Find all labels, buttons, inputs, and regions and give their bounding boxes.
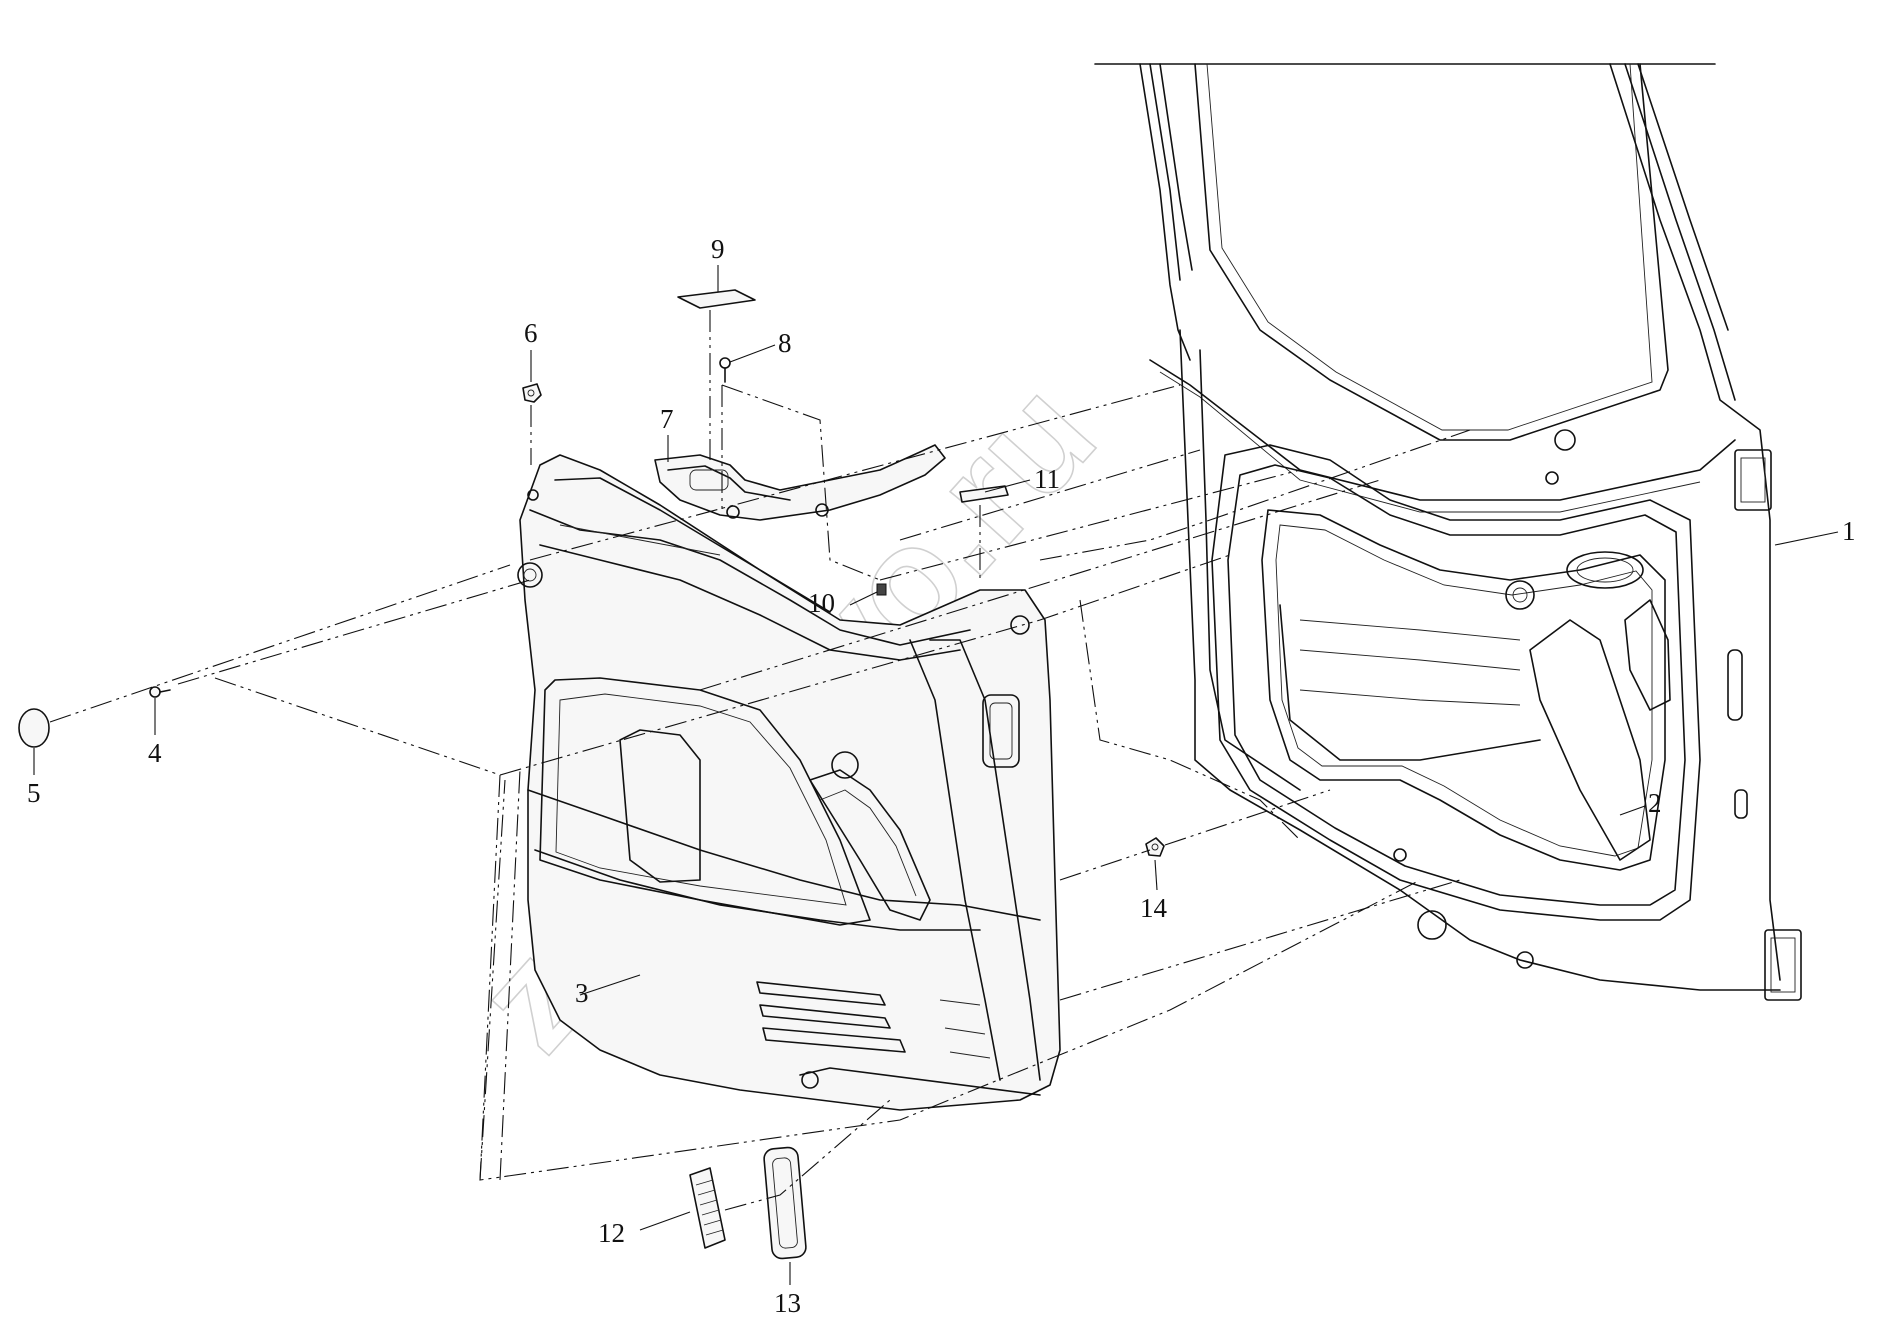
part-1-door-frame: [1094, 63, 1802, 1001]
part-9-pad: [677, 289, 756, 309]
callout-14: 14: [1140, 893, 1168, 923]
part-12-grille: [689, 1167, 726, 1249]
part-7-armrest-trim: [654, 444, 946, 521]
callout-8: 8: [778, 328, 792, 358]
callout-12: 12: [598, 1218, 625, 1248]
leader-lines: [33, 265, 1839, 1285]
assembly-centerlines: [49, 310, 1471, 1211]
callout-4: 4: [148, 738, 162, 768]
callout-13: 13: [774, 1288, 801, 1318]
part-5-cap: [18, 708, 50, 748]
part-14-nut: [1145, 837, 1165, 857]
callout-11: 11: [1034, 464, 1060, 494]
callout-10: 10: [808, 588, 835, 618]
part-13-bezel-ring: [763, 1146, 807, 1260]
callout-5: 5: [27, 778, 41, 808]
part-8-screw: [719, 357, 731, 383]
callout-2: 2: [1648, 788, 1662, 818]
callout-9: 9: [711, 234, 725, 264]
part-10-clip: [876, 583, 887, 596]
callout-1: 1: [1842, 516, 1856, 546]
part-4-screw: [149, 686, 171, 698]
callout-labels: 1 2 3 4 5 6 7 8 9 10 11 12 13 14: [27, 234, 1856, 1318]
part-11-switch-bezel: [959, 485, 1009, 503]
callout-3: 3: [575, 978, 589, 1008]
callout-7: 7: [660, 404, 674, 434]
part-6-nut: [522, 383, 542, 403]
callout-6: 6: [524, 318, 538, 348]
